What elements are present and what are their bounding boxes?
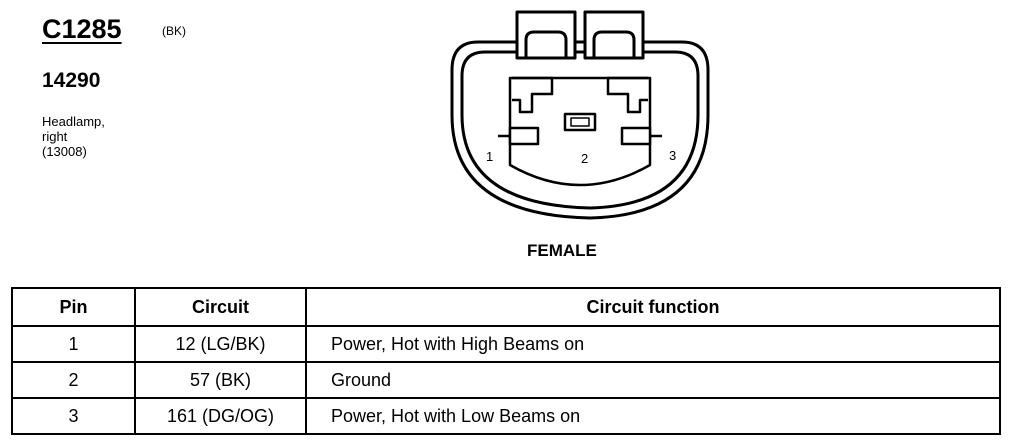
connector-inner-shell bbox=[460, 50, 700, 210]
terminal-1 bbox=[498, 126, 540, 146]
connector-color: (BK) bbox=[162, 24, 186, 38]
terminal-2 bbox=[563, 112, 597, 132]
pin-label-2: 2 bbox=[581, 151, 588, 166]
header-circuit-function: Circuit function bbox=[305, 287, 1001, 327]
cell-pin: 1 bbox=[11, 325, 136, 363]
terminal-3-key bbox=[606, 76, 648, 114]
terminal-3 bbox=[620, 126, 662, 146]
terminal-cavity bbox=[508, 76, 652, 187]
connector-gender: FEMALE bbox=[527, 241, 597, 260]
header-circuit: Circuit bbox=[134, 287, 307, 327]
cell-circuit-function: Ground bbox=[305, 361, 1001, 399]
pin-table: Pin Circuit Circuit function 1 12 (LG/BK… bbox=[11, 287, 1001, 435]
connector-face-drawing: 1 2 3 bbox=[450, 10, 710, 220]
locking-tab-left bbox=[515, 10, 577, 60]
cell-circuit-function: Power, Hot with Low Beams on bbox=[305, 397, 1001, 435]
component-description: Headlamp, right (13008) bbox=[42, 114, 105, 159]
cell-circuit: 161 (DG/OG) bbox=[134, 397, 307, 435]
table-row: 1 12 (LG/BK) Power, Hot with High Beams … bbox=[11, 325, 1001, 363]
part-number: 14290 bbox=[42, 69, 101, 92]
cell-pin: 3 bbox=[11, 397, 136, 435]
cell-pin: 2 bbox=[11, 361, 136, 399]
terminal-1-key bbox=[512, 76, 554, 114]
pin-label-1: 1 bbox=[486, 149, 493, 164]
connector-id: C1285 bbox=[42, 14, 122, 44]
cell-circuit: 12 (LG/BK) bbox=[134, 325, 307, 363]
header-pin: Pin bbox=[11, 287, 136, 327]
table-row: 3 161 (DG/OG) Power, Hot with Low Beams … bbox=[11, 397, 1001, 435]
pin-label-3: 3 bbox=[669, 148, 676, 163]
table-header-row: Pin Circuit Circuit function bbox=[11, 287, 1001, 327]
table-row: 2 57 (BK) Ground bbox=[11, 361, 1001, 399]
locking-tab-right bbox=[583, 10, 645, 60]
connector-outer-shell bbox=[450, 40, 710, 220]
cell-circuit: 57 (BK) bbox=[134, 361, 307, 399]
cell-circuit-function: Power, Hot with High Beams on bbox=[305, 325, 1001, 363]
